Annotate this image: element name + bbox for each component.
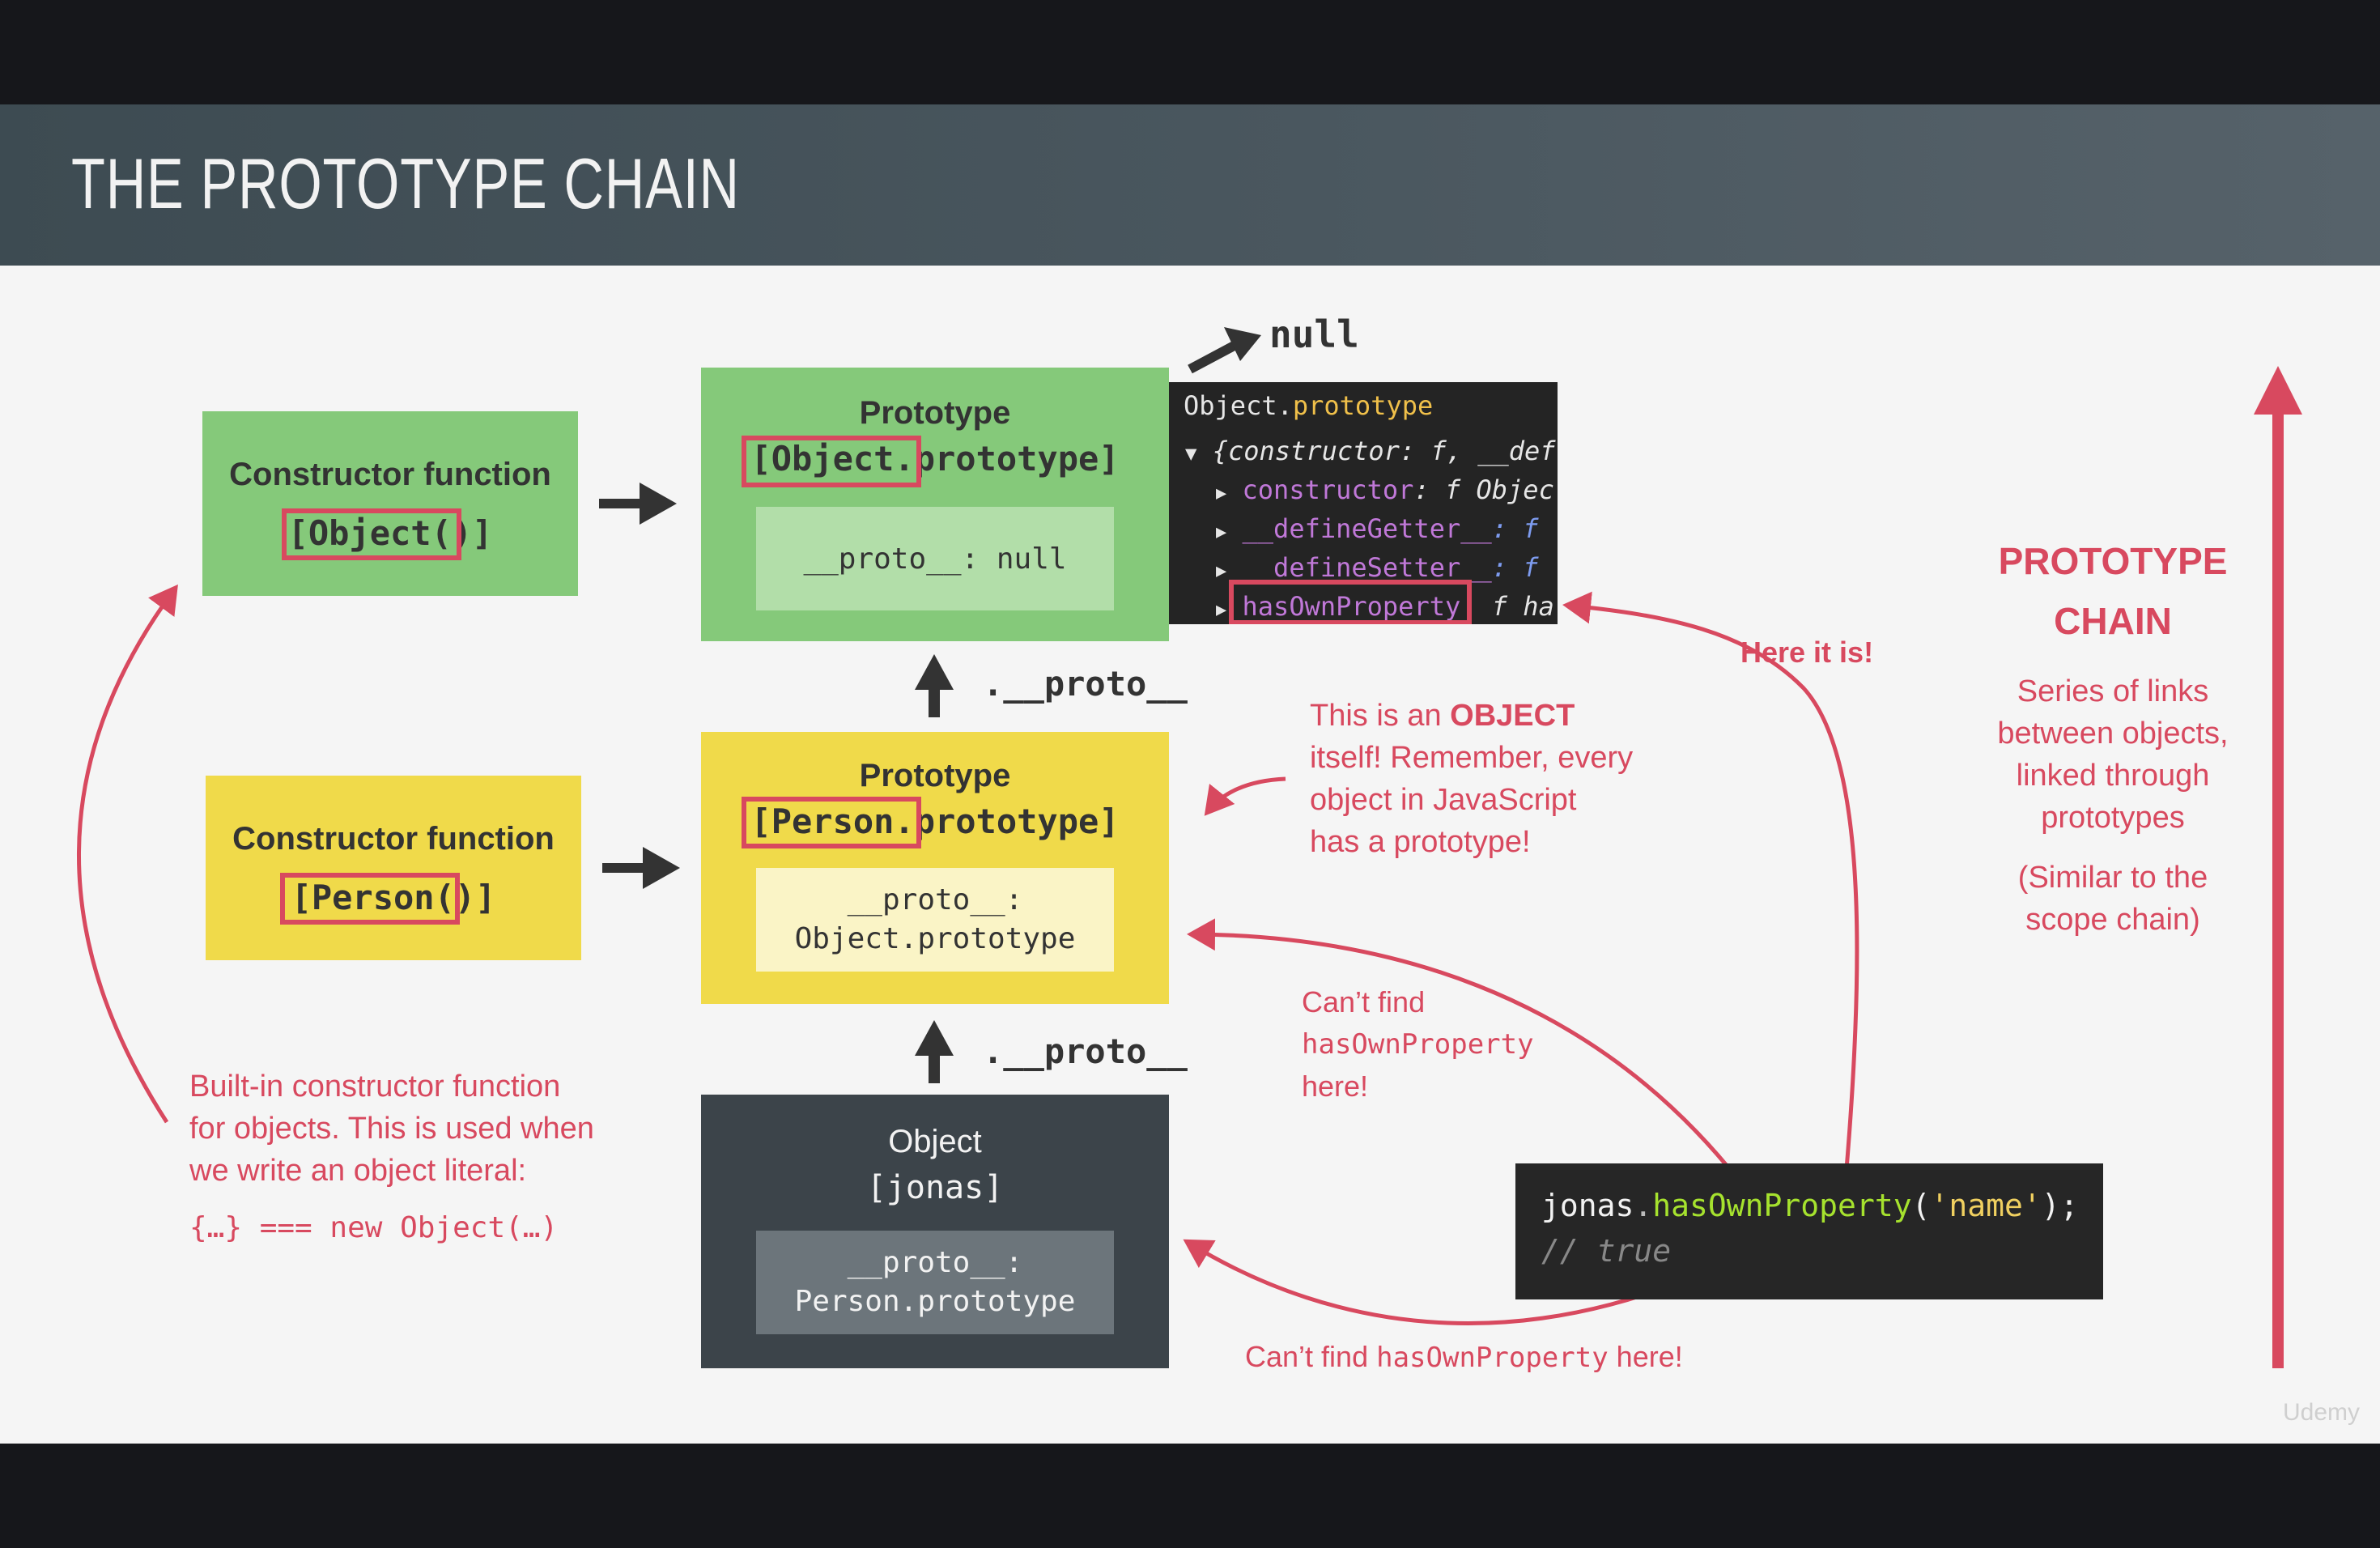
code-comment: // true xyxy=(1541,1233,1672,1269)
note-builtin-1: Built-in constructor function xyxy=(189,1070,561,1104)
sidebar-desc-1: Series of links xyxy=(2017,674,2209,708)
sidebar-desc-3: linked through xyxy=(2016,759,2210,793)
console-line3-val: : f Objec xyxy=(1413,474,1554,505)
object-prototype-proto-box: __proto__: null xyxy=(756,507,1114,610)
proto-link-upper-label: .__proto__ xyxy=(983,664,1188,704)
person-prototype-heading: Prototype xyxy=(859,758,1011,793)
curve-builtin-to-object-constructor xyxy=(77,584,178,1124)
expand-triangle-open-icon[interactable]: ▼ xyxy=(1185,442,1197,465)
sidebar-heading-2: CHAIN xyxy=(2054,600,2172,642)
note-object-itself: This is an OBJECT itself! Remember, ever… xyxy=(1310,695,1633,863)
code-snippet: jonas.hasOwnProperty('name'); // true xyxy=(1515,1163,2103,1299)
object-prototype-heading: Prototype xyxy=(859,395,1011,431)
code-method: hasOwnProperty xyxy=(1652,1188,1912,1223)
sidebar-heading-1: PROTOTYPE xyxy=(1998,540,2228,582)
prototype-chain-arrow xyxy=(2254,366,2302,1368)
note-here-it-is: Here it is! xyxy=(1740,636,1874,669)
console-line4-val: : f xyxy=(1491,513,1539,544)
person-constructor-name: [Person()] xyxy=(291,878,496,917)
highlight-hasownproperty xyxy=(1229,580,1472,624)
console-line5-val: : f xyxy=(1491,552,1539,583)
person-prototype-proto-box: __proto__: Object.prototype xyxy=(756,868,1114,972)
object-prototype-name: [Object.prototype] xyxy=(750,439,1120,478)
person-constructor-box: Constructor function [Person()] xyxy=(206,776,581,960)
note-cant-find-bottom-b: hasOwnProperty xyxy=(1376,1342,1609,1374)
sidebar-desc-4: prototypes xyxy=(2041,801,2185,835)
jonas-object-name: [jonas] xyxy=(866,1169,1004,1206)
note-object-itself-3: object in JavaScript xyxy=(1310,783,1577,817)
arrow-object-constructor-to-prototype xyxy=(599,483,677,525)
note-cant-find-bottom-c: here! xyxy=(1608,1340,1683,1373)
console-line6-val: f ha xyxy=(1491,591,1554,622)
curve-code-to-hasownproperty xyxy=(1562,591,1859,1180)
expand-triangle-icon[interactable]: ▶ xyxy=(1216,600,1227,620)
console-line4-key: __defineGetter__ xyxy=(1242,513,1492,544)
code-obj: jonas xyxy=(1541,1188,1634,1223)
code-close: ); xyxy=(2041,1188,2079,1223)
note-object-itself-4: has a prototype! xyxy=(1310,825,1531,859)
console-line5-key: __defineSetter__ xyxy=(1242,552,1492,583)
code-open: ( xyxy=(1911,1188,1931,1223)
note-cant-find-upper: Can’t find hasOwnProperty here! xyxy=(1302,981,1534,1108)
sidebar-desc-2: between objects, xyxy=(1997,717,2229,751)
object-prototype-box: Prototype [Object.prototype] __proto__: … xyxy=(701,368,1169,641)
person-prototype-box: Prototype [Person.prototype] __proto__: … xyxy=(701,732,1169,1004)
console-line1-obj: Object. xyxy=(1184,390,1293,421)
note-object-itself-1a: This is an xyxy=(1310,699,1451,733)
arrow-to-null xyxy=(1188,327,1261,374)
proto-link-lower-label: .__proto__ xyxy=(983,1031,1188,1071)
note-cant-find-1: Can’t find xyxy=(1302,985,1426,1019)
note-builtin-2: for objects. This is used when xyxy=(189,1112,594,1146)
note-cant-find-3: here! xyxy=(1302,1070,1369,1103)
expand-triangle-icon[interactable]: ▶ xyxy=(1216,522,1227,542)
code-dot: . xyxy=(1634,1188,1653,1223)
expand-triangle-icon[interactable]: ▶ xyxy=(1216,483,1227,504)
highlight-object-prototype xyxy=(742,436,921,487)
note-builtin-3: we write an object literal: xyxy=(189,1154,527,1188)
person-prototype-proto-line2: Object.prototype xyxy=(794,922,1076,955)
sidebar-desc-6: scope chain) xyxy=(2025,903,2200,937)
note-object-itself-1b: OBJECT xyxy=(1450,699,1575,733)
sidebar-prototype-chain: PROTOTYPE CHAIN Series of links between … xyxy=(1967,531,2259,941)
highlight-person-constructor xyxy=(280,873,460,925)
object-constructor-heading: Constructor function xyxy=(229,457,551,492)
console-line3-key: constructor xyxy=(1242,474,1414,505)
note-cant-find-2: hasOwnProperty xyxy=(1302,1028,1534,1061)
console-line2: {constructor: f, __def xyxy=(1212,436,1556,466)
arrow-up-proto-upper xyxy=(915,654,954,717)
udemy-watermark: Udemy xyxy=(2283,1399,2361,1426)
note-cant-find-bottom-a: Can’t find xyxy=(1245,1340,1377,1373)
null-label: null xyxy=(1269,313,1359,356)
arrow-person-constructor-to-prototype xyxy=(602,847,680,889)
highlight-object-constructor xyxy=(282,508,461,560)
slide-title: THE PROTOTYPE CHAIN xyxy=(71,143,740,223)
console-line6-key: hasOwnProperty xyxy=(1242,591,1461,622)
note-builtin-code: {…} === new Object(…) xyxy=(189,1211,559,1244)
person-constructor-heading: Constructor function xyxy=(232,821,555,857)
jonas-object-heading: Object xyxy=(888,1124,982,1159)
arrow-up-proto-lower xyxy=(915,1020,954,1083)
devtools-console: Object.prototype ▼ {constructor: f, __de… xyxy=(1169,382,1558,624)
jonas-proto-line1: __proto__: xyxy=(847,1246,1023,1279)
code-arg: 'name' xyxy=(1930,1188,2042,1223)
person-prototype-proto-line1: __proto__: xyxy=(847,883,1023,916)
note-object-itself-2: itself! Remember, every xyxy=(1310,741,1634,775)
sidebar-desc-5: (Similar to the xyxy=(2017,861,2208,895)
jonas-object-box: Object [jonas] __proto__: Person.prototy… xyxy=(701,1095,1169,1368)
jonas-proto-line2: Person.prototype xyxy=(794,1285,1076,1318)
curve-note-to-person-prototype xyxy=(1204,776,1286,816)
object-prototype-proto: __proto__: null xyxy=(803,542,1067,576)
person-prototype-name: [Person.prototype] xyxy=(750,802,1120,841)
highlight-person-prototype xyxy=(742,797,921,848)
curve-code-to-person-prototype xyxy=(1187,918,1740,1182)
console-line1-prop: prototype xyxy=(1292,390,1434,421)
note-cant-find-bottom: Can’t find hasOwnProperty here! xyxy=(1245,1336,1683,1378)
title-bar xyxy=(0,104,2380,266)
note-builtin: Built-in constructor function for object… xyxy=(189,1065,594,1244)
object-constructor-box: Constructor function [Object()] xyxy=(202,411,578,596)
expand-triangle-icon[interactable]: ▶ xyxy=(1216,561,1227,581)
jonas-proto-box: __proto__: Person.prototype xyxy=(756,1231,1114,1334)
